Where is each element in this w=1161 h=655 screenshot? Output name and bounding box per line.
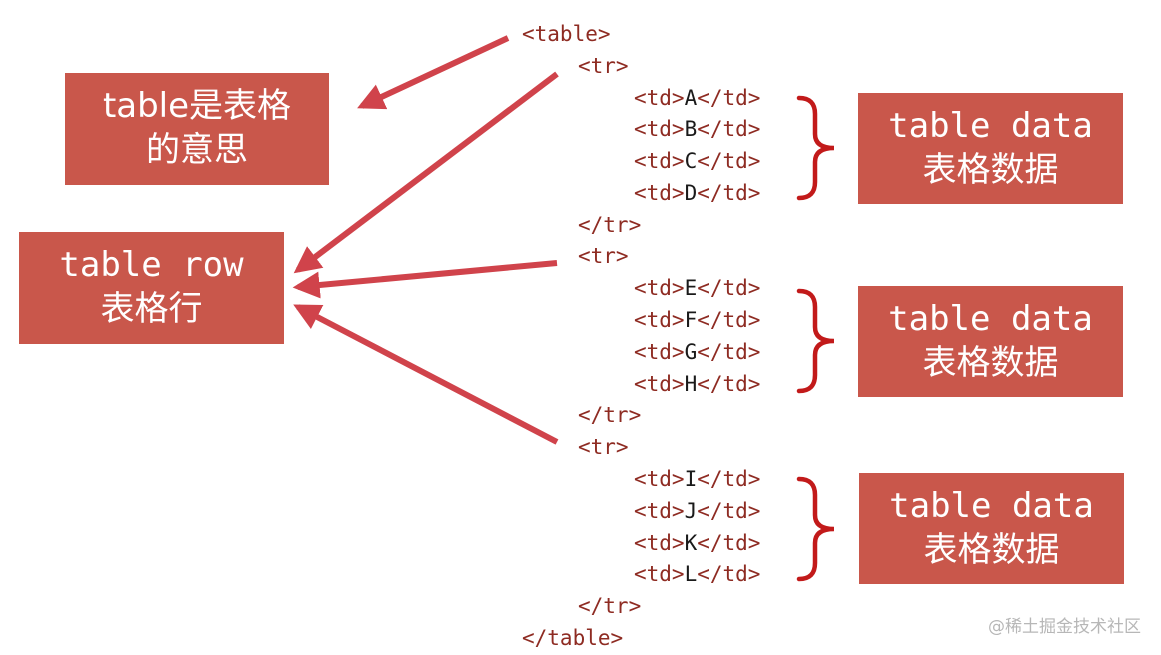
code-tag: </td> (697, 562, 761, 586)
arrow-tr3-to-row-label (293, 304, 559, 445)
code-cell-letter: B (684, 117, 698, 141)
label-data-2-line1: table data (888, 298, 1093, 339)
label-table-line2: 的意思 (146, 130, 248, 170)
code-cell-letter: I (684, 467, 698, 491)
code-tag: </td> (697, 372, 761, 396)
code-tag: </td> (697, 531, 761, 555)
code-tag: <td> (634, 531, 685, 555)
label-data-3-line1: table data (889, 485, 1094, 526)
label-table: table是表格 的意思 (65, 73, 329, 185)
code-td-e: <td>E</td> (634, 276, 760, 300)
code-td-f: <td>F</td> (634, 308, 760, 332)
code-tr-open-1: <tr> (578, 54, 629, 78)
code-tag: </td> (697, 86, 761, 110)
code-td-j: <td>J</td> (634, 499, 760, 523)
code-tag: </td> (697, 117, 761, 141)
code-tag: <td> (634, 117, 685, 141)
label-table-row: table row 表格行 (19, 232, 284, 344)
code-cell-letter: A (684, 86, 698, 110)
brace-row-2 (796, 288, 835, 394)
arrow-tr2-to-row-label (292, 260, 558, 299)
code-tag: </td> (697, 149, 761, 173)
code-cell-letter: E (684, 276, 698, 300)
code-cell-letter: D (684, 181, 698, 205)
code-cell-letter: H (684, 372, 698, 396)
code-tr-open-3: <tr> (578, 435, 629, 459)
code-tag: <td> (634, 499, 685, 523)
label-row-line1: table row (59, 245, 244, 286)
code-cell-letter: G (684, 340, 698, 364)
code-tag: <td> (634, 372, 685, 396)
code-tag: <table> (522, 22, 611, 46)
code-tag: <td> (634, 149, 685, 173)
code-cell-letter: F (684, 308, 698, 332)
code-cell-letter: K (684, 531, 698, 555)
code-table-open: <table> (522, 22, 611, 46)
code-tr-close-2: </tr> (578, 403, 641, 427)
label-table-data-3: table data 表格数据 (859, 473, 1124, 584)
code-tr-close-3: </tr> (578, 594, 641, 618)
label-data-1-line2: 表格数据 (922, 149, 1059, 190)
code-tr-open-2: <tr> (578, 244, 629, 268)
label-data-2-line2: 表格数据 (922, 342, 1059, 383)
code-td-b: <td>B</td> (634, 117, 760, 141)
code-tag: <td> (634, 181, 685, 205)
code-tag: </td> (697, 340, 761, 364)
code-table-close: </table> (522, 626, 623, 650)
label-data-3-line2: 表格数据 (923, 529, 1060, 570)
label-row-line2: 表格行 (100, 289, 203, 329)
code-tag: <td> (634, 308, 685, 332)
code-tag: <tr> (578, 244, 629, 268)
code-tag: </tr> (578, 594, 642, 618)
code-td-c: <td>C</td> (634, 149, 760, 173)
brace-row-3 (796, 476, 835, 582)
code-td-h: <td>H</td> (634, 372, 760, 396)
label-data-1-line1: table data (888, 105, 1093, 146)
code-tag: </tr> (578, 403, 642, 427)
code-td-d: <td>D</td> (634, 181, 760, 205)
code-tag: </td> (697, 467, 761, 491)
code-tag: <tr> (578, 435, 629, 459)
code-cell-letter: C (684, 149, 698, 173)
code-cell-letter: J (684, 499, 698, 523)
code-tag: <td> (634, 562, 685, 586)
watermark: @稀土掘金技术社区 (988, 617, 1141, 637)
brace-row-1 (796, 95, 835, 201)
code-tag: <td> (634, 86, 685, 110)
code-tag: <tr> (578, 54, 629, 78)
code-tag: </table> (522, 626, 624, 650)
arrow-table-to-label (357, 35, 510, 110)
code-td-k: <td>K</td> (634, 531, 760, 555)
code-tag: </td> (697, 276, 761, 300)
code-td-i: <td>I</td> (634, 467, 760, 491)
code-tag: <td> (634, 467, 685, 491)
code-tag: </td> (697, 181, 761, 205)
label-table-line1: table是表格 (102, 86, 292, 127)
code-tag: <td> (634, 276, 685, 300)
code-cell-letter: L (684, 562, 698, 586)
label-table-data-2: table data 表格数据 (858, 286, 1123, 397)
code-td-l: <td>L</td> (634, 562, 760, 586)
code-tr-close-1: </tr> (578, 213, 641, 237)
arrow-tr1-to-row-label (293, 71, 559, 274)
code-td-g: <td>G</td> (634, 340, 760, 364)
code-tag: <td> (634, 340, 685, 364)
code-td-a: <td>A</td> (634, 86, 760, 110)
code-tag: </td> (697, 499, 761, 523)
label-table-data-1: table data 表格数据 (858, 93, 1123, 204)
code-tag: </td> (697, 308, 761, 332)
code-tag: </tr> (578, 213, 642, 237)
